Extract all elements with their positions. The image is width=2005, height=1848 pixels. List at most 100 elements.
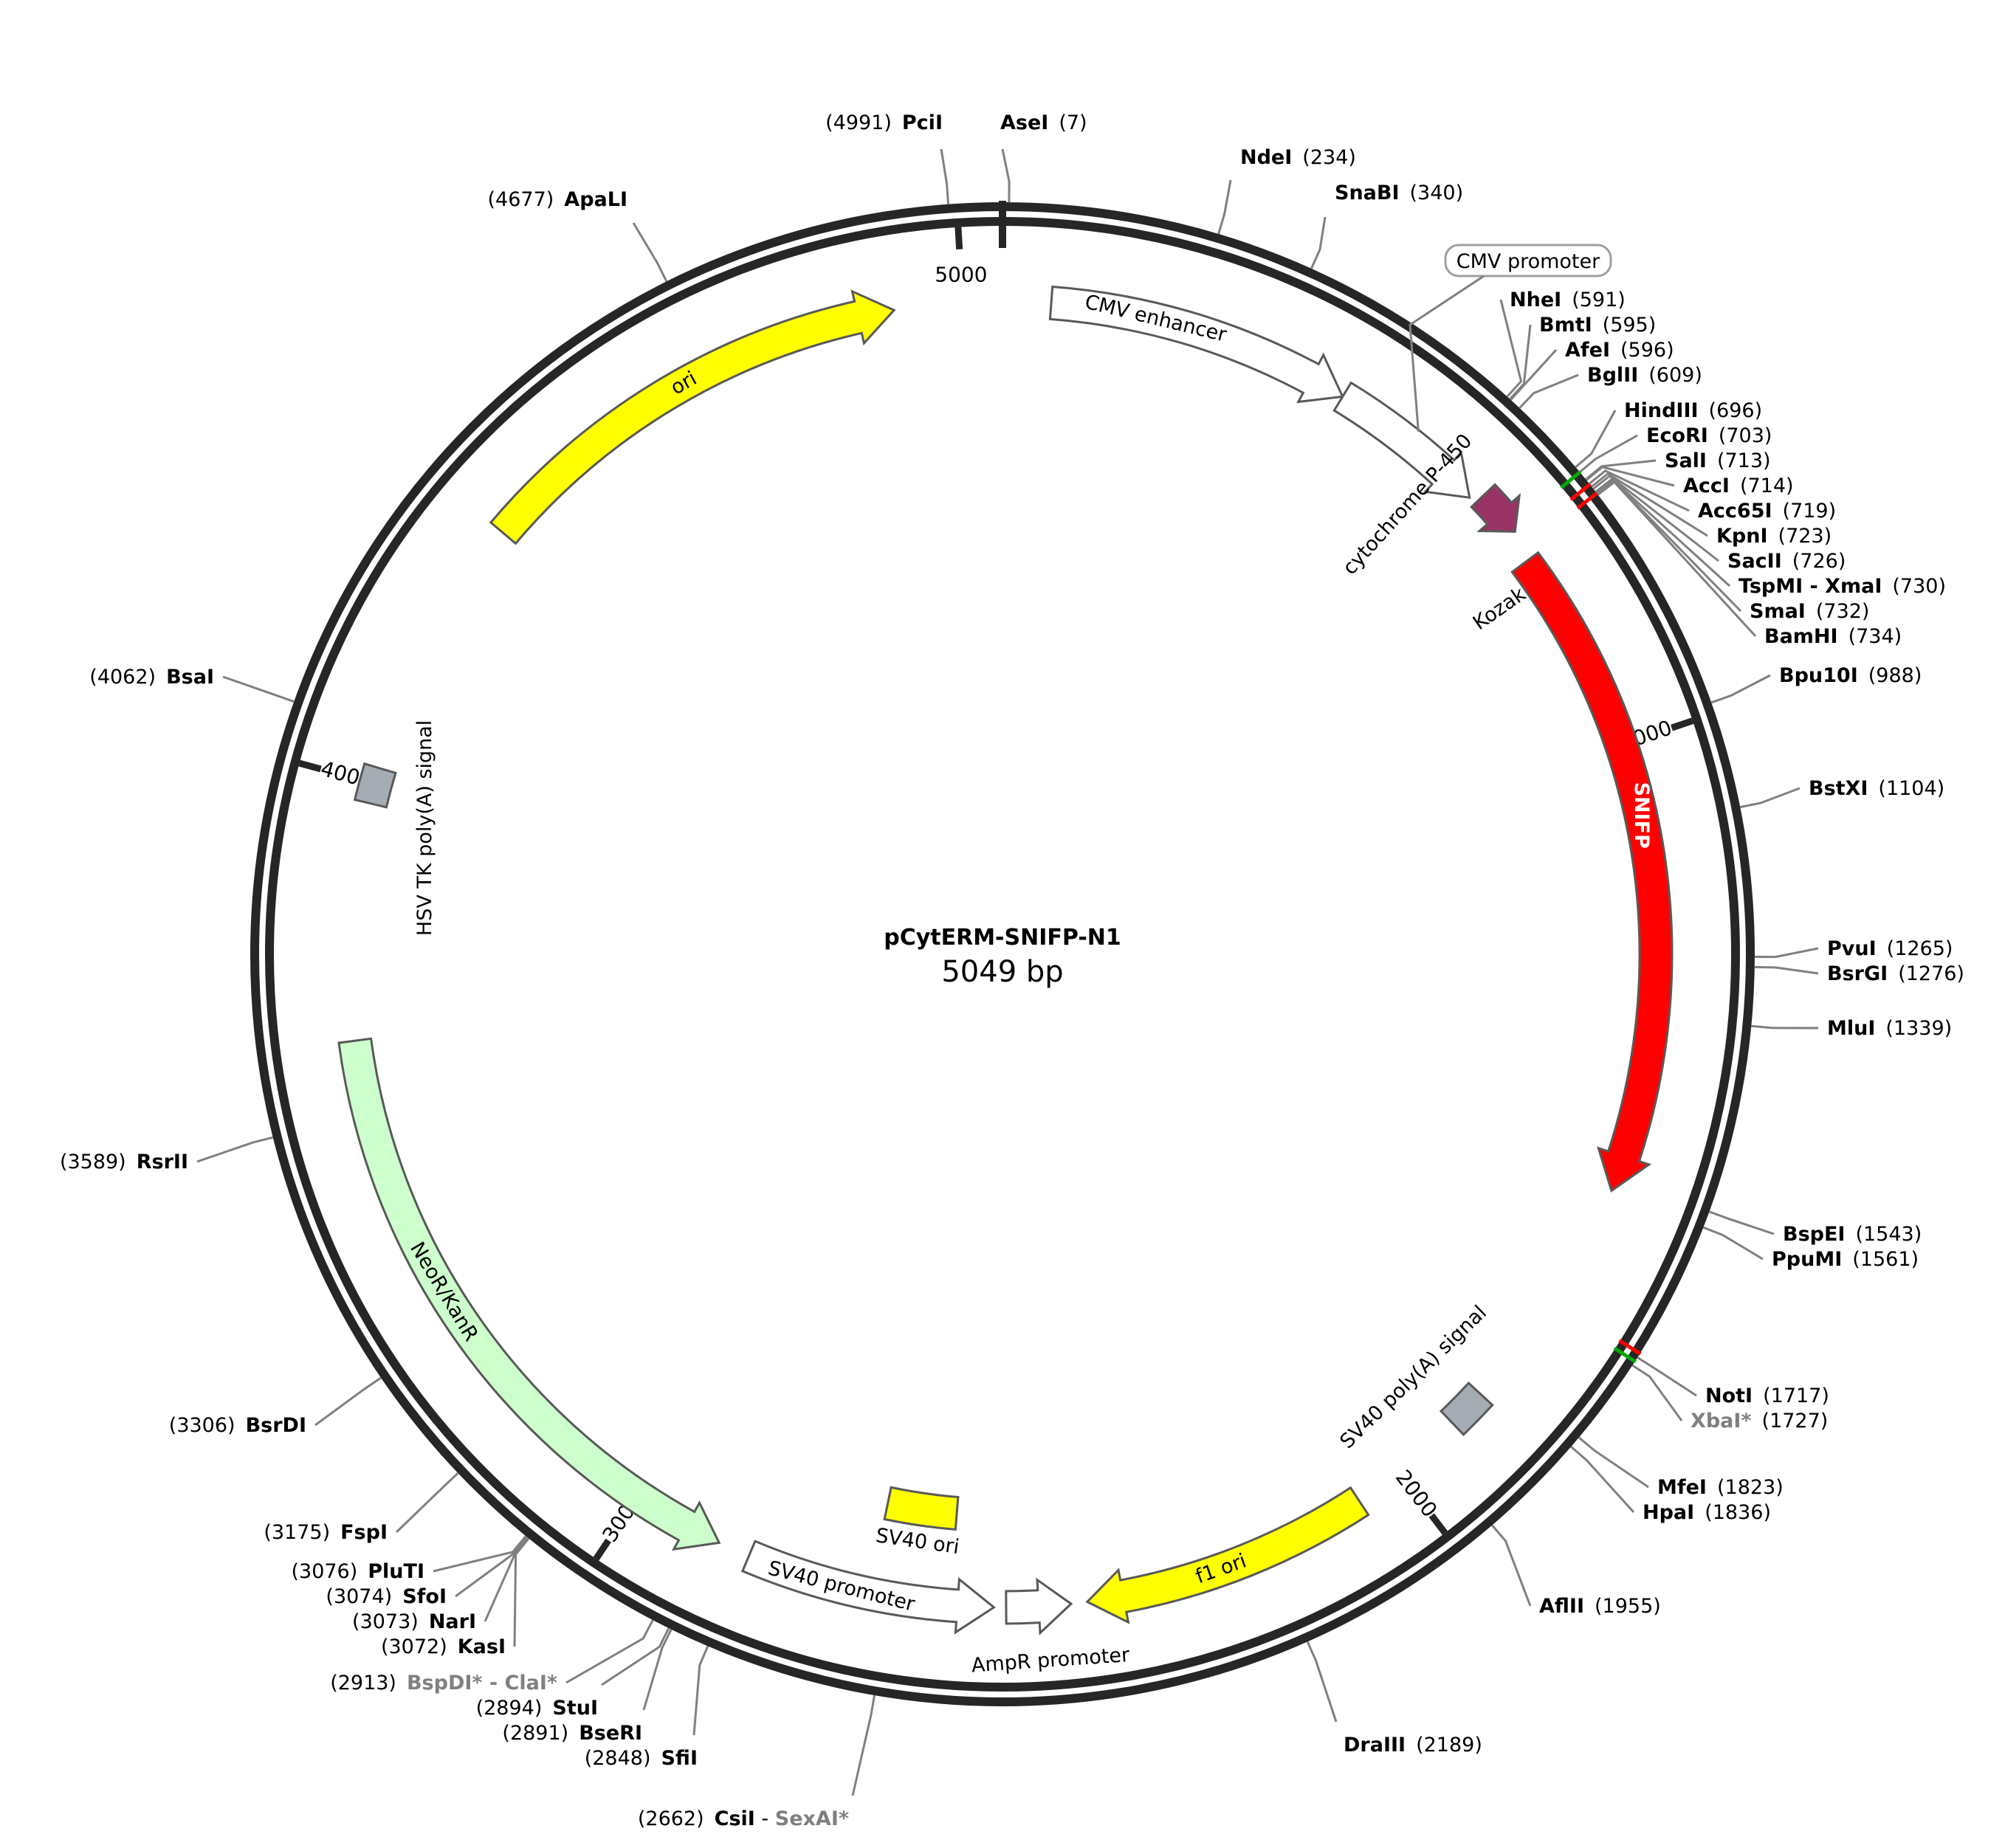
site-leader: [1310, 216, 1327, 269]
site-label: (3076)PluTI: [291, 1560, 424, 1583]
site-label: AfeI(596): [1565, 339, 1674, 362]
site-name: AccI: [1683, 475, 1730, 497]
site-aflii: AflII(1955): [1491, 1524, 1661, 1618]
site-leader: [940, 148, 949, 204]
site-position: (696): [1709, 399, 1763, 422]
site-leader: [222, 675, 295, 703]
site-acci: AccI(714): [1585, 466, 1794, 497]
feature-neor-kanr: [337, 1037, 721, 1551]
site-leader: [1637, 1356, 1697, 1397]
site-position: (3073): [352, 1610, 419, 1633]
site-label: BstXI (1104): [1809, 777, 1944, 800]
site-leader: [1751, 1024, 1819, 1030]
site-label: AflII(1955): [1539, 1595, 1661, 1618]
site-name: BspEI: [1783, 1223, 1845, 1246]
site-name: NheI: [1510, 289, 1561, 311]
site-label: BspEI(1543): [1783, 1223, 1922, 1246]
site-leader: [1595, 477, 1731, 587]
feature-ori: [489, 289, 896, 545]
site-label: Bpu10I(988): [1779, 664, 1922, 687]
site-smai: SmaI(732): [1596, 479, 1869, 623]
site-leader: [1499, 299, 1523, 398]
site-name: XbaI*: [1691, 1410, 1752, 1432]
feature-label-kozak: Kozak: [1469, 582, 1530, 635]
site-label: Acc65I(719): [1698, 500, 1836, 523]
site-label: BmtI(595): [1539, 314, 1656, 337]
site-name: FspI: [340, 1521, 388, 1544]
site-position: (3589): [60, 1151, 126, 1173]
site-label: HpaI(1836): [1643, 1501, 1771, 1524]
site-name: EcoRI: [1646, 424, 1708, 447]
site-leader: [484, 1537, 529, 1622]
feature-cmv-promoter: [1332, 381, 1471, 499]
site-label: SalI(713): [1665, 449, 1771, 472]
site-leader: [1740, 787, 1801, 809]
site-position: (1561): [1852, 1248, 1919, 1271]
site-leader: [1708, 1210, 1775, 1235]
site-apali: (4677)ApaLI: [488, 188, 668, 282]
site-leader: [1592, 475, 1719, 562]
site-label: (2891)BseRI: [502, 1722, 642, 1745]
site-leader: [851, 1694, 876, 1796]
site-position: (1727): [1762, 1410, 1829, 1432]
site-leader: [601, 1627, 670, 1686]
site-leader: [1491, 1524, 1532, 1607]
site-position: (1104): [1878, 777, 1944, 800]
plasmid-name: pCytERM-SNIFP-N1: [884, 925, 1121, 951]
site-name: HindIII: [1624, 399, 1699, 422]
feature-sv40-polya: [1439, 1381, 1494, 1437]
site-nari: (3073)NarI: [352, 1537, 529, 1633]
site-bstxi: BstXI (1104): [1740, 777, 1944, 809]
site-name: SmaI: [1750, 600, 1806, 623]
site-position: (726): [1792, 550, 1846, 573]
site-nhei: NheI(591): [1499, 289, 1626, 398]
site-bseri: (2891)BseRI: [502, 1629, 673, 1745]
site-name: BsrDI: [246, 1414, 306, 1437]
site-label: DraIII(2189): [1344, 1734, 1482, 1756]
site-label: BglII(609): [1587, 364, 1702, 387]
site-position: (234): [1302, 146, 1356, 169]
site-pvui: PvuI(1265): [1754, 937, 1953, 960]
site-leader: [513, 1537, 530, 1647]
site-pluti: (3076)PluTI: [291, 1535, 527, 1583]
site-label: AccI(714): [1683, 475, 1794, 497]
site-position: (2913): [330, 1672, 396, 1694]
site-position: (2848): [585, 1747, 651, 1770]
site-label: (4991) PciI: [825, 111, 943, 134]
site-bglii: BglII(609): [1519, 364, 1702, 409]
site-label: XbaI* (1727): [1691, 1410, 1828, 1432]
site-label: MfeI(1823): [1657, 1476, 1784, 1499]
site-position: (4991): [825, 111, 892, 134]
site-label: SacII (726): [1727, 550, 1846, 573]
site-label: (2662)CsiI - SexAI*: [638, 1807, 849, 1830]
site-leader: [632, 222, 668, 282]
site-rsrii: (3589)RsrII: [60, 1136, 274, 1173]
site-leader: [433, 1535, 527, 1573]
site-asei: AseI(7): [1000, 111, 1087, 203]
site-bspei: BspEI(1543): [1708, 1210, 1922, 1246]
feature-label-cmv-promoter: CMV promoter: [1457, 250, 1600, 273]
site-position: (3175): [264, 1521, 330, 1544]
feature-label-ampr-promoter: AmpR promoter: [971, 1644, 1131, 1678]
site-name: SfiI: [661, 1747, 698, 1770]
site-name: BstXI: [1809, 777, 1868, 800]
site-position: (1717): [1763, 1385, 1829, 1407]
site-name: SacII: [1727, 550, 1782, 573]
site-position: (596): [1620, 339, 1674, 362]
site-name: CsiI: [715, 1807, 755, 1830]
site-label: SnaBI(340): [1335, 182, 1463, 204]
site-position: (2662): [638, 1807, 704, 1830]
site-label: (2913)BspDI* - ClaI*: [330, 1672, 557, 1694]
site-position: (2189): [1416, 1734, 1482, 1756]
site-name: ApaLI: [564, 188, 627, 211]
site-leader: [1585, 459, 1657, 480]
site-position: (3306): [169, 1414, 235, 1437]
site-leader: [1702, 1226, 1764, 1261]
site-leader: [1575, 410, 1617, 469]
site-position: (4062): [89, 666, 156, 689]
site-name: KpnI: [1716, 525, 1768, 548]
site-leader: [395, 1472, 459, 1534]
site-name: PciI: [902, 111, 943, 134]
backbone-outer-ring: [250, 202, 1755, 1706]
